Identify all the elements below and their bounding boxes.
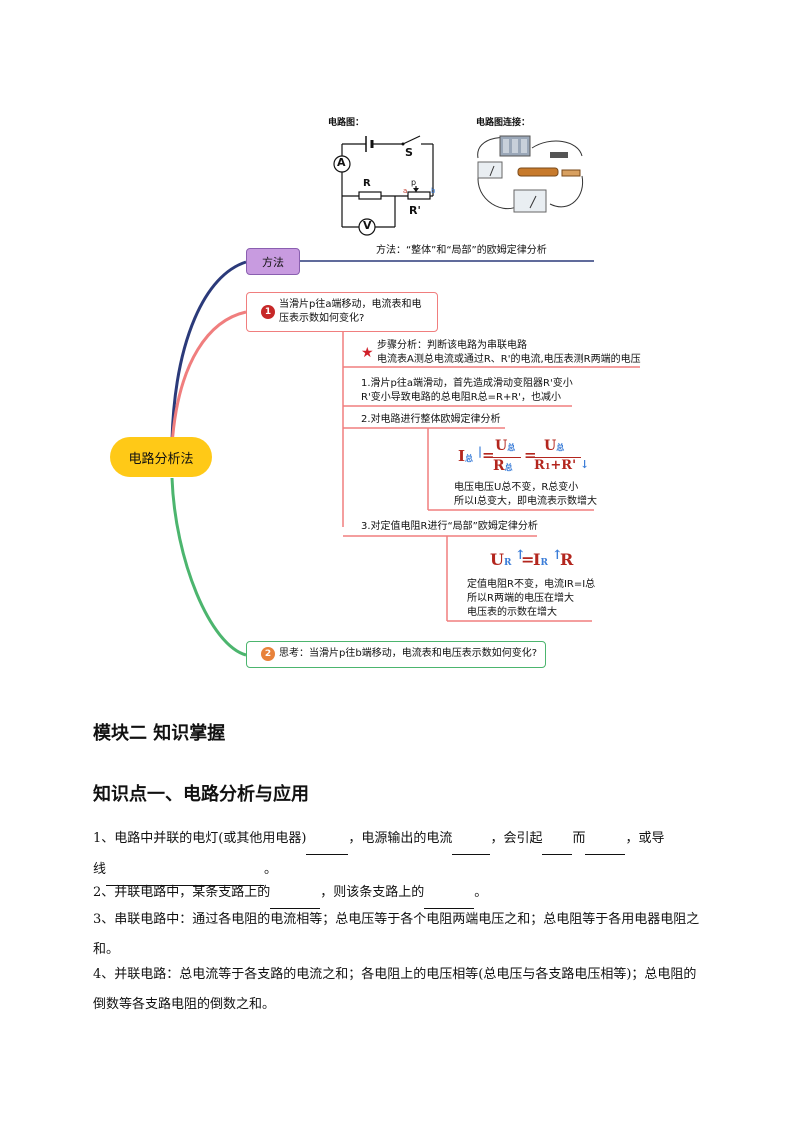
- mindmap-connectors: [170, 260, 640, 657]
- end-b-label: b: [431, 187, 436, 195]
- question-1-node: 1 当滑片p往a端移动，电流表和电压表示数如何变化?: [246, 292, 438, 332]
- p1-part-e: ，或导: [625, 831, 665, 846]
- f1-R1: R: [534, 458, 545, 473]
- module-title: 模块二 知识掌握: [93, 723, 226, 744]
- f2-I: I: [533, 550, 541, 569]
- p1-part-g: 。: [264, 862, 278, 877]
- paragraph-3: 3、串联电路中：通过各电阻的电流相等；总电压等于各个电阻两端电压之和；总电阻等于…: [93, 912, 700, 957]
- f1-U-sub: 总: [507, 442, 516, 452]
- step-title: 步骤分析：判断该电路为串联电路: [377, 340, 527, 351]
- blank-3: [542, 824, 573, 855]
- formula-2-note-3: 电压表的示数在增大: [467, 607, 557, 618]
- formula-2-note-2: 所以R两端的电压在增大: [467, 593, 574, 604]
- blank-1: [306, 824, 349, 855]
- blank-2: [452, 824, 491, 855]
- question-1-text: 当滑片p往a端移动，电流表和电压表示数如何变化?: [279, 299, 422, 324]
- p1-part-b: ，电源输出的电流: [348, 831, 453, 846]
- formula-2-note-1: 定值电阻R不变，电流IR=I总: [467, 579, 596, 590]
- f1-R-sub: 总: [504, 462, 513, 472]
- blank-7: [424, 878, 475, 909]
- resistor-label: R: [363, 178, 371, 189]
- method-node: 方法: [246, 248, 300, 275]
- f1-plus: +: [550, 458, 562, 473]
- p2-part-c: 。: [474, 885, 488, 900]
- step-description: 电流表A测总电流或通过R、R'的电流,电压表测R两端的电压: [377, 354, 641, 365]
- f1-I-sub: 总: [465, 453, 474, 463]
- paragraph-4: 4、并联电路：总电流等于各支路的电流之和；各电阻上的电压相等(总电压与各支路电压…: [93, 967, 697, 1012]
- f2-I-sub: R: [540, 558, 548, 568]
- f2-R: R: [560, 550, 574, 569]
- step-2-title: 2.对电路进行整体欧姆定律分析: [361, 414, 501, 425]
- question-2-number: 2: [261, 647, 275, 661]
- question-2-node: 2 思考：当滑片p往b端移动，电流表和电压表示数如何变化?: [246, 641, 546, 668]
- paragraph-1: 1、电路中并联的电灯(或其他用电器) ，电源输出的电流 ，会引起 而 ，或导 线…: [93, 824, 705, 886]
- circuit-photo: 电路图连接：: [470, 112, 588, 222]
- p1-part-c: ，会引起: [490, 831, 543, 846]
- f2-U-sub: R: [503, 558, 512, 568]
- end-a-label: a: [403, 187, 408, 195]
- circuit-photo-label: 电路图连接：: [476, 118, 531, 128]
- voltmeter-label: V: [363, 219, 372, 232]
- f1-U2-sub: 总: [556, 442, 565, 452]
- f2-eq: =: [521, 550, 535, 569]
- f1-U2: U: [544, 438, 557, 454]
- paragraph-2: 2、并联电路中，某条支路上的 ，则该条支路上的 。: [93, 878, 705, 909]
- root-node-label: 电路分析法: [128, 451, 194, 467]
- p2-part-a: 2、并联电路中，某条支路上的: [93, 885, 271, 900]
- f1-Rp: R': [561, 458, 577, 473]
- blank-6: [270, 878, 321, 909]
- f1-eq2: =: [524, 446, 537, 464]
- slider-p-label: p: [411, 178, 417, 187]
- p1-part-d: 而: [572, 831, 586, 846]
- f1-eq1: =: [482, 446, 495, 464]
- formula-local-ohm: UR ↑ = IR ↑ R: [490, 548, 574, 569]
- ammeter-label: A: [337, 156, 346, 169]
- step-3-title: 3.对定值电阻R进行“局部”欧姆定律分析: [361, 521, 538, 532]
- rheostat-label: R': [409, 204, 421, 217]
- question-1-number: 1: [261, 305, 275, 319]
- formula-1-note-2: 所以I总变大，即电流表示数增大: [454, 496, 597, 507]
- circuit-diagram-label: 电路图：: [328, 118, 365, 128]
- p1-part-f: 线: [93, 862, 107, 877]
- circuit-diagram: 电路图： A V S R R' p a b: [325, 112, 465, 240]
- blank-4: [585, 824, 626, 855]
- f1-R: R: [493, 458, 505, 474]
- f1-I: I: [458, 447, 466, 465]
- blank-5: [106, 855, 265, 886]
- f2-U: U: [490, 550, 504, 569]
- method-caption: 方法：“整体”和“局部”的欧姆定律分析: [376, 245, 547, 256]
- star-icon: ★: [361, 345, 374, 361]
- section-title: 知识点一、电路分析与应用: [93, 784, 309, 805]
- method-node-label: 方法: [262, 255, 284, 269]
- f1-R1-sub: 1: [544, 461, 551, 471]
- f1-U: U: [495, 438, 508, 454]
- step-1-line-2: R'变小导致电路的总电阻R总=R+R'，也减小: [361, 392, 562, 403]
- switch-label: S: [405, 146, 413, 159]
- p1-part-a: 1、电路中并联的电灯(或其他用电器): [93, 831, 307, 846]
- apparatus-illustration: [477, 135, 584, 213]
- step-1-line-1: 1.滑片p往a端滑动，首先造成滑动变阻器R'变小: [361, 378, 573, 389]
- p2-part-b: ，则该条支路上的: [320, 885, 425, 900]
- formula-total-ohm: I总 | = U总 R总 = U总 R1+R' ↓: [458, 438, 590, 474]
- root-node: 电路分析法: [110, 437, 212, 477]
- circuit-schematic: [333, 135, 434, 236]
- question-2-text: 思考：当滑片p往b端移动，电流表和电压表示数如何变化?: [279, 648, 538, 659]
- formula-1-note-1: 电压电压U总不变，R总变小: [454, 482, 579, 493]
